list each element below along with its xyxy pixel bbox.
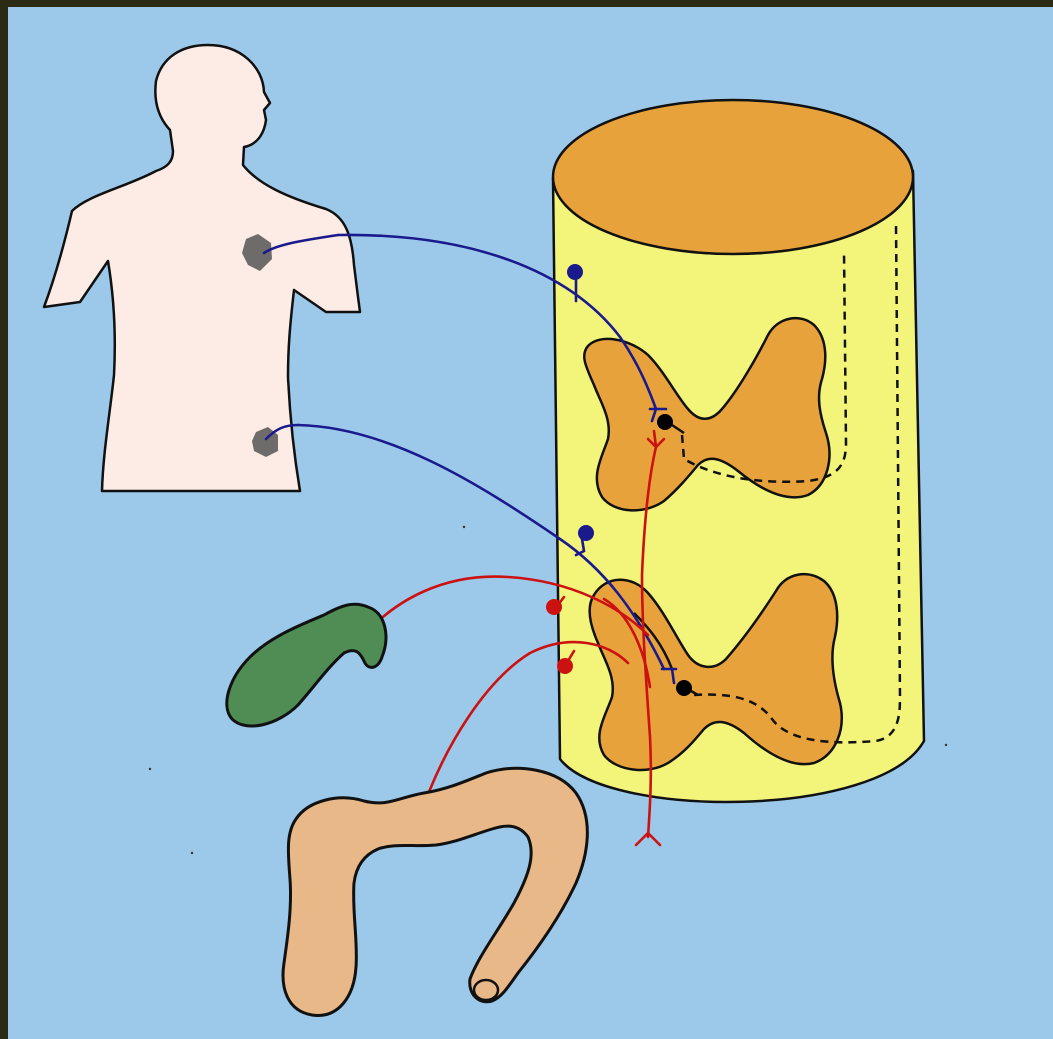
torso-silhouette [44,45,360,491]
cord-top-surface [553,100,913,254]
speck [191,852,193,854]
speck [945,744,947,746]
gallbladder [227,604,386,726]
speck [463,526,465,528]
visceral-terminal-lower [636,833,660,845]
figure-canvas [8,7,1053,1039]
projection-neuron-upper [657,414,673,430]
speck [149,768,151,770]
projection-neuron-lower [676,680,692,696]
colon-opening [474,980,498,1000]
drg-cell-visceral-upper [546,599,562,615]
drg-cell-visceral-lower [557,658,573,674]
spinal-cord-cylinder [553,100,924,802]
drg-cell-somatic-upper [567,264,583,280]
referred-pain-diagram [8,7,1053,1039]
drg-cell-somatic-lower [578,525,594,541]
human-torso [44,45,360,491]
colon [283,768,587,1015]
